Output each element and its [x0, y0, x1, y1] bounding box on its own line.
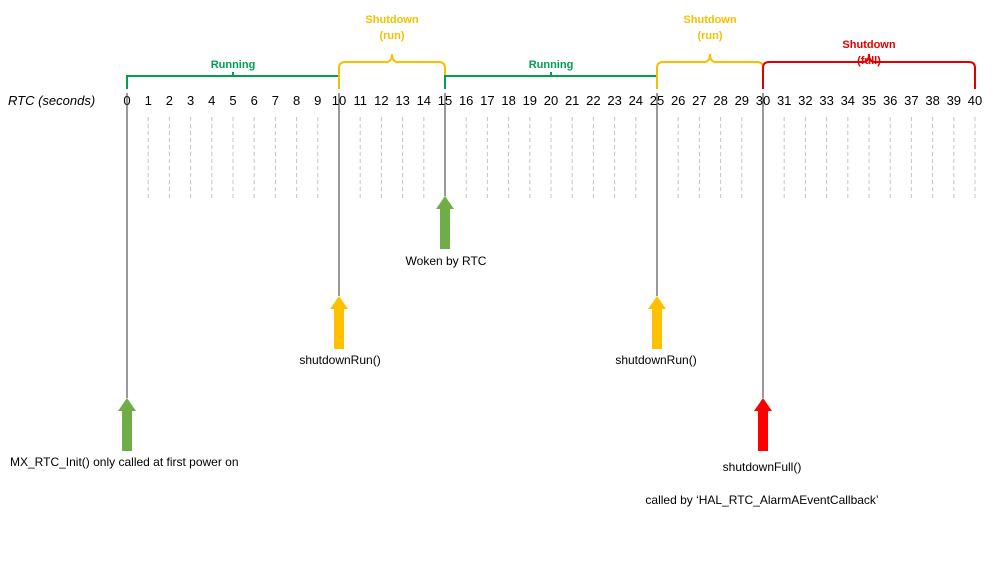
tick-label-17: 17: [480, 93, 494, 108]
event-arrow-init: [118, 398, 136, 451]
event-label-shutdown-full-1: called by ‘HAL_RTC_AlarmAEventCallback’: [645, 493, 878, 507]
tick-label-6: 6: [251, 93, 258, 108]
event-label-shutdown-full-0: shutdownFull(): [723, 460, 802, 474]
tick-label-19: 19: [523, 93, 537, 108]
tick-label-33: 33: [819, 93, 833, 108]
event-woken: Woken by RTC: [406, 93, 487, 268]
tick-label-26: 26: [671, 93, 685, 108]
phase-label-shutdown-full-1: (full): [857, 55, 881, 67]
tick-label-31: 31: [777, 93, 791, 108]
event-arrow-woken: [436, 196, 454, 249]
grid-lines: [126, 117, 976, 198]
tick-label-21: 21: [565, 93, 579, 108]
tick-label-18: 18: [501, 93, 515, 108]
phase-bracket-shutdown-run-2: [656, 53, 764, 89]
event-markers: MX_RTC_Init() only called at first power…: [10, 93, 879, 507]
tick-labels: 0123456789101112131415161718192021222324…: [123, 93, 982, 108]
tick-label-38: 38: [925, 93, 939, 108]
tick-label-20: 20: [544, 93, 558, 108]
phase-label-shutdown-run-1-0: Shutdown: [365, 14, 418, 26]
event-label-shutdown-run-1-0: shutdownRun(): [299, 353, 380, 367]
tick-label-3: 3: [187, 93, 194, 108]
event-shutdown-run-2: shutdownRun(): [615, 93, 697, 367]
tick-label-40: 40: [968, 93, 982, 108]
tick-label-13: 13: [395, 93, 409, 108]
phase-label-shutdown-run-2-1: (run): [697, 30, 722, 42]
tick-label-24: 24: [629, 93, 643, 108]
phase-label-running-1-0: Running: [211, 59, 256, 71]
axis-title: RTC (seconds): [8, 93, 95, 108]
event-arrow-shutdown-run-2: [648, 296, 666, 349]
tick-label-22: 22: [586, 93, 600, 108]
tick-label-9: 9: [314, 93, 321, 108]
tick-label-23: 23: [607, 93, 621, 108]
tick-label-7: 7: [272, 93, 279, 108]
phase-brackets: Running Shutdown (run) Running Shutdown (run)…: [126, 14, 976, 89]
phase-label-shutdown-run-2-0: Shutdown: [683, 14, 736, 26]
tick-label-16: 16: [459, 93, 473, 108]
phase-label-running-2-0: Running: [529, 59, 574, 71]
event-label-init-0: MX_RTC_Init() only called at first power…: [10, 455, 239, 469]
phase-running-2: Running: [444, 59, 658, 89]
tick-label-37: 37: [904, 93, 918, 108]
phase-bracket-running-2: [444, 72, 658, 89]
phase-bracket-running-1: [126, 72, 340, 89]
phase-bracket-shutdown-run-1: [338, 53, 446, 89]
tick-label-1: 1: [145, 93, 152, 108]
tick-label-39: 39: [947, 93, 961, 108]
event-shutdown-full: shutdownFull() called by ‘HAL_RTC_AlarmAE…: [645, 93, 879, 507]
tick-label-12: 12: [374, 93, 388, 108]
event-init: MX_RTC_Init() only called at first power…: [10, 93, 239, 469]
phase-shutdown-run-2: Shutdown (run): [656, 14, 764, 89]
event-shutdown-run-1: shutdownRun(): [299, 93, 381, 367]
phase-shutdown-full: Shutdown (full): [762, 39, 976, 89]
tick-label-11: 11: [353, 93, 367, 108]
event-arrow-shutdown-full: [754, 398, 772, 451]
event-label-shutdown-run-2-0: shutdownRun(): [615, 353, 696, 367]
tick-label-27: 27: [692, 93, 706, 108]
tick-label-8: 8: [293, 93, 300, 108]
tick-label-29: 29: [735, 93, 749, 108]
tick-label-2: 2: [166, 93, 173, 108]
tick-label-28: 28: [713, 93, 727, 108]
phase-running-1: Running: [126, 59, 340, 89]
phase-bracket-shutdown-full: [762, 53, 976, 89]
phase-label-shutdown-full-0: Shutdown: [842, 39, 895, 51]
tick-label-14: 14: [417, 93, 431, 108]
phase-label-shutdown-run-1-1: (run): [379, 30, 404, 42]
tick-label-36: 36: [883, 93, 897, 108]
tick-label-35: 35: [862, 93, 876, 108]
tick-label-5: 5: [229, 93, 236, 108]
event-arrow-shutdown-run-1: [330, 296, 348, 349]
phase-shutdown-run-1: Shutdown (run): [338, 14, 446, 89]
tick-label-34: 34: [841, 93, 855, 108]
tick-label-32: 32: [798, 93, 812, 108]
event-label-woken-0: Woken by RTC: [406, 254, 487, 268]
tick-label-4: 4: [208, 93, 215, 108]
